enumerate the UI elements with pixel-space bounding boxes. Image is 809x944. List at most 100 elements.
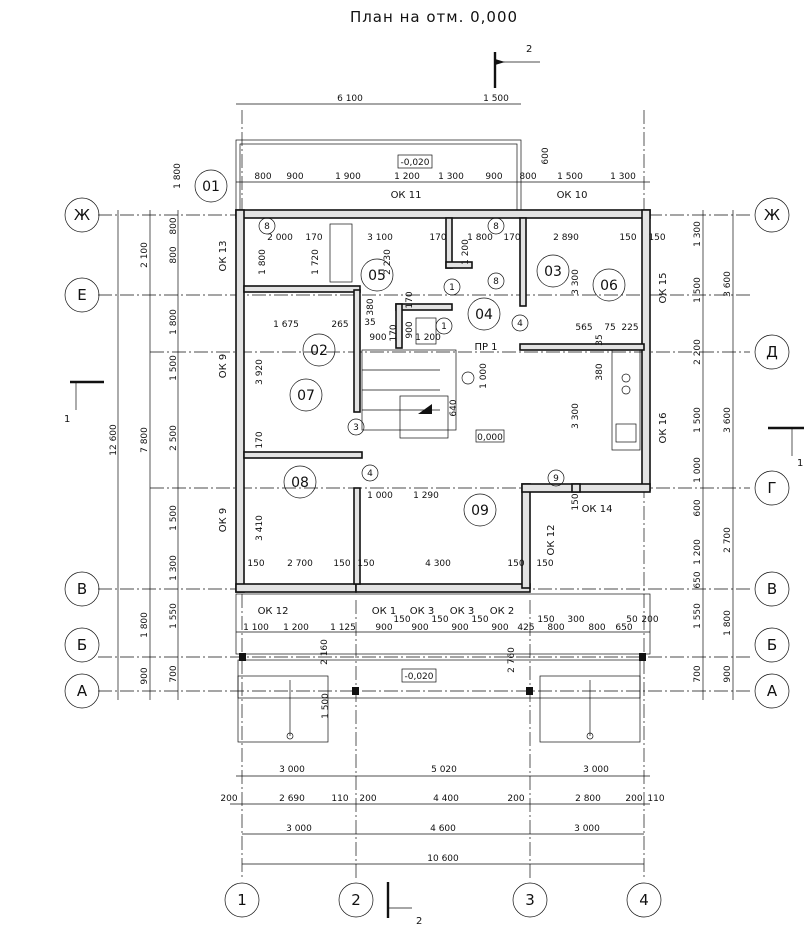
svg-text:1 800: 1 800 [723,610,733,636]
svg-text:900: 900 [491,623,508,633]
svg-text:09: 09 [471,503,489,519]
svg-text:900: 900 [451,623,468,633]
axis-numbers-bottom: 1 2 3 4 [224,882,662,918]
svg-text:900: 900 [723,665,733,682]
svg-text:2 690: 2 690 [279,794,305,804]
svg-text:565: 565 [575,323,592,333]
svg-text:800: 800 [254,172,271,182]
section-mark-top: 2 [493,44,540,88]
dimension-lines [117,103,734,865]
svg-text:900: 900 [369,333,386,343]
dims-front: 1 100 1 200 1 125 900 150 900 150 900 15… [243,615,659,719]
svg-text:3 410: 3 410 [255,515,265,541]
svg-text:Б: Б [77,636,87,654]
svg-text:В: В [77,580,87,598]
svg-text:12 600: 12 600 [109,424,119,456]
svg-text:8: 8 [264,222,270,232]
svg-text:1 000: 1 000 [367,491,393,501]
svg-text:300: 300 [567,615,584,625]
svg-text:3 100: 3 100 [367,233,393,243]
axis-letters-right: Ж Д Г В Б А [754,197,790,709]
plan-title: План на отм. 0,000 [350,8,518,26]
svg-text:2 000: 2 000 [267,233,293,243]
svg-text:0,000: 0,000 [477,433,503,443]
svg-text:ПР 1: ПР 1 [474,342,497,353]
svg-text:А: А [767,682,778,700]
svg-text:1 800: 1 800 [467,233,493,243]
svg-text:6 100: 6 100 [337,94,363,104]
svg-text:В: В [767,580,777,598]
svg-text:8: 8 [493,277,499,287]
svg-text:06: 06 [600,278,618,294]
svg-text:380: 380 [366,298,376,315]
axis-letters-left: Ж Е В Б А [64,197,100,709]
svg-text:1 200: 1 200 [415,333,441,343]
svg-text:50: 50 [626,615,638,625]
svg-text:Д: Д [766,343,778,361]
svg-text:-0,020: -0,020 [400,158,429,168]
svg-text:700: 700 [693,665,703,682]
svg-text:110: 110 [331,794,348,804]
svg-text:1: 1 [237,891,247,909]
svg-text:150: 150 [619,233,636,243]
svg-text:1 300: 1 300 [610,172,636,182]
svg-text:05: 05 [368,268,386,284]
svg-text:ОК 11: ОК 11 [391,190,422,201]
svg-text:1 100: 1 100 [243,623,269,633]
dims-bottom: 3 000 5 020 3 000 200 2 690 110 200 4 40… [220,765,664,864]
svg-text:900: 900 [375,623,392,633]
svg-text:200: 200 [220,794,237,804]
svg-text:8: 8 [493,222,499,232]
section-mark-left: 1 [64,380,104,425]
svg-text:1 500: 1 500 [557,172,583,182]
svg-text:-0,020: -0,020 [404,672,433,682]
svg-text:2 500: 2 500 [169,425,179,451]
svg-text:150: 150 [471,615,488,625]
svg-text:3 600: 3 600 [723,271,733,297]
svg-text:1 500: 1 500 [693,277,703,303]
svg-text:Б: Б [767,636,777,654]
svg-text:3 000: 3 000 [286,824,312,834]
svg-text:7 800: 7 800 [140,427,150,453]
dims-right: 3 600 3 600 2 700 1 800 900 1 300 1 500 … [693,221,733,683]
svg-text:1 720: 1 720 [311,249,321,275]
svg-text:Ж: Ж [764,206,780,224]
svg-text:2 230: 2 230 [383,249,393,275]
svg-text:265: 265 [331,320,348,330]
section-mark-bottom: 2 [386,882,422,927]
svg-text:900: 900 [286,172,303,182]
svg-text:150: 150 [357,559,374,569]
svg-text:1 300: 1 300 [438,172,464,182]
svg-text:3 300: 3 300 [571,269,581,295]
svg-text:9: 9 [553,474,559,484]
svg-text:3 300: 3 300 [571,403,581,429]
svg-text:4 300: 4 300 [425,559,451,569]
svg-text:2 800: 2 800 [575,794,601,804]
svg-text:1: 1 [449,283,455,293]
svg-text:800: 800 [169,217,179,234]
section-mark-right: 1 [768,426,804,469]
svg-text:ОК 9: ОК 9 [218,508,229,533]
svg-text:1 500: 1 500 [169,505,179,531]
svg-text:150: 150 [393,615,410,625]
svg-text:2 890: 2 890 [553,233,579,243]
svg-text:3 920: 3 920 [255,359,265,385]
svg-text:3 000: 3 000 [583,765,609,775]
svg-text:А: А [77,682,88,700]
svg-text:Ж: Ж [74,206,90,224]
svg-text:3 000: 3 000 [279,765,305,775]
svg-text:ОК 12: ОК 12 [546,525,557,556]
svg-text:1: 1 [797,458,803,469]
svg-text:3 000: 3 000 [574,824,600,834]
svg-text:3 600: 3 600 [723,407,733,433]
svg-text:150: 150 [507,559,524,569]
svg-text:150: 150 [571,493,581,510]
stair-and-fixtures [329,223,641,451]
svg-text:1 125: 1 125 [330,623,356,633]
svg-text:2 700: 2 700 [723,527,733,553]
svg-text:4 400: 4 400 [433,794,459,804]
svg-text:02: 02 [310,343,328,359]
svg-text:1: 1 [64,414,70,425]
svg-text:1 550: 1 550 [169,603,179,629]
